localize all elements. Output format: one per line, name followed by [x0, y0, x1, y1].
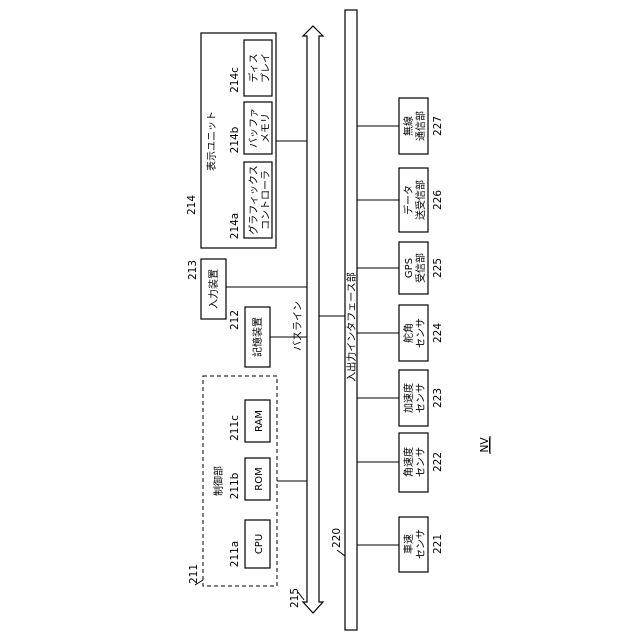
acceleration-sensor-label-1: 加速度	[402, 383, 415, 413]
nv-label: NV	[479, 437, 491, 453]
ram-label: RAM	[254, 410, 265, 432]
display-label-2: プレイ	[260, 53, 272, 83]
data-transceiver-ref: 226	[432, 190, 444, 210]
acceleration-sensor: 加速度 センサ 223	[357, 370, 444, 426]
ram-ref: 211c	[229, 415, 241, 441]
io-interface-label: 入出力インタフェース部	[345, 272, 358, 382]
input-device-label: 入力装置	[207, 269, 220, 309]
angular-velocity-sensor-ref: 222	[432, 452, 444, 472]
gps-receiver-label-2: 受信部	[414, 253, 427, 283]
acceleration-sensor-ref: 223	[432, 388, 444, 408]
rom-ref: 211b	[229, 472, 241, 499]
gps-receiver: GPS 受信部 225	[357, 242, 444, 294]
vehicle-speed-sensor-label-2: センサ	[415, 529, 427, 559]
bus-line-label: バスライン	[292, 301, 304, 351]
acceleration-sensor-label-2: センサ	[415, 383, 427, 413]
vehicle-speed-sensor: 車速 センサ 221	[357, 517, 444, 572]
wireless-communication-unit: 無線 通信部 227	[357, 98, 444, 154]
wireless-communication-unit-ref: 227	[432, 116, 444, 136]
io-interface-ref: 220	[331, 528, 343, 548]
cpu-block: CPU 211a	[229, 520, 270, 568]
wireless-communication-unit-label-2: 通信部	[414, 111, 427, 141]
data-transceiver: データ 送受信部 226	[357, 168, 444, 232]
control-unit: 制御部 211 CPU 211a ROM 211b	[188, 376, 307, 586]
buffer-memory-ref: 214b	[229, 126, 241, 153]
sensor-column: 車速 センサ 221 角速度 センサ 222 加速度 センサ 223 舵角 セン…	[357, 98, 444, 572]
storage-ref: 212	[229, 310, 241, 330]
angular-velocity-sensor-label-2: センサ	[415, 447, 427, 477]
io-interface-unit: 入出力インタフェース部 220	[331, 10, 358, 630]
rom-block: ROM 211b	[229, 458, 270, 500]
gps-receiver-ref: 225	[432, 258, 444, 278]
bus-line-ref: 215	[289, 588, 301, 608]
steering-angle-sensor-ref: 224	[432, 323, 444, 343]
steering-angle-sensor-label-1: 舵角	[402, 323, 415, 343]
control-unit-label: 制御部	[212, 466, 225, 496]
vehicle-speed-sensor-ref: 221	[432, 534, 444, 554]
graphics-controller-ref: 214a	[229, 213, 241, 239]
data-transceiver-label-2: 送受信部	[414, 180, 427, 220]
buffer-memory-label-2: メモリ	[261, 113, 272, 143]
device-label-nv: NV	[479, 436, 491, 454]
graphics-controller-label-2: コントローラ	[260, 170, 272, 230]
display-ref: 214c	[229, 67, 241, 93]
storage-label: 記憶装置	[251, 317, 264, 357]
display-unit-ref: 214	[186, 195, 198, 215]
vehicle-speed-sensor-label-1: 車速	[402, 534, 415, 554]
angular-velocity-sensor-label-1: 角速度	[402, 447, 415, 477]
display-label-1: ディス	[247, 53, 260, 82]
data-transceiver-label-1: データ	[402, 185, 415, 215]
rom-label: ROM	[254, 467, 265, 490]
control-unit-ref: 211	[188, 564, 200, 584]
cpu-label: CPU	[254, 534, 265, 554]
io-interface-leader	[337, 550, 345, 556]
wireless-communication-unit-label-1: 無線	[402, 116, 415, 136]
display-unit: 表示ユニット 214 グラフィックス コントローラ 214a バッファ	[186, 33, 307, 248]
angular-velocity-sensor: 角速度 センサ 222	[357, 433, 444, 492]
buffer-memory-label-1: バッファ	[248, 108, 260, 148]
graphics-controller-label-1: グラフィックス	[247, 165, 260, 235]
input-device-ref: 213	[187, 260, 199, 280]
gps-receiver-label-1: GPS	[404, 258, 415, 278]
display-unit-label: 表示ユニット	[205, 111, 218, 171]
cpu-ref: 211a	[229, 541, 241, 567]
steering-angle-sensor-label-2: センサ	[415, 318, 427, 348]
steering-angle-sensor: 舵角 センサ 224	[357, 305, 444, 361]
ram-block: RAM 211c	[229, 400, 270, 442]
bus-line: バスライン 215	[289, 26, 323, 613]
